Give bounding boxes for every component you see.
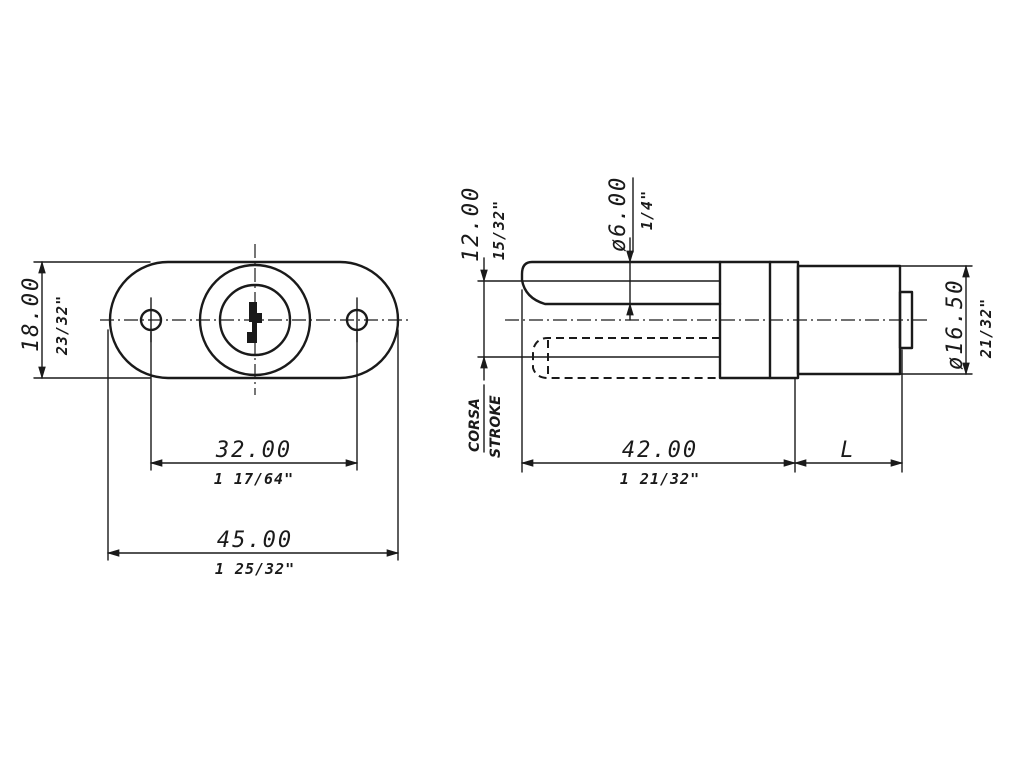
corsa-label: CORSA xyxy=(467,398,483,452)
height-mm-label: 18.00 xyxy=(19,276,44,352)
variable-length-label: L xyxy=(840,438,855,463)
pin-retracted-hidden xyxy=(532,337,720,379)
cylinder-inner xyxy=(218,283,292,357)
height-in-label: 23/32" xyxy=(53,295,71,356)
front-view: 18.00 23/32" 32.00 1 17/64" 45.00 1 25/3… xyxy=(19,244,408,578)
side-view: 12.00 15/32" CORSA STROKE ø6.00 1/4" ø16… xyxy=(459,176,995,488)
width-mm-label: 45.00 xyxy=(217,528,293,553)
length-mm-label: 42.00 xyxy=(622,438,698,463)
stroke-mm-label: 12.00 xyxy=(459,186,484,262)
body-dia-in-label: 21/32" xyxy=(977,298,995,359)
body-dia-mm-label: ø16.50 xyxy=(943,279,968,370)
stroke-in-label: 15/32" xyxy=(490,200,508,260)
spacing-mm-label: 32.00 xyxy=(215,438,292,463)
length-in-label: 1 21/32" xyxy=(620,470,700,488)
pin-extended xyxy=(520,260,722,306)
spacing-in-label: 1 17/64" xyxy=(214,470,294,488)
stroke-label: STROKE xyxy=(488,395,504,458)
flange-outline xyxy=(108,260,400,380)
end-cap xyxy=(898,290,914,350)
width-in-label: 1 25/32" xyxy=(215,560,295,578)
pin-dia-in-label: 1/4" xyxy=(638,190,656,230)
pin-dia-mm-label: ø6.00 xyxy=(606,176,631,252)
cylinder-outer xyxy=(198,263,312,377)
keyway-icon xyxy=(247,302,262,343)
